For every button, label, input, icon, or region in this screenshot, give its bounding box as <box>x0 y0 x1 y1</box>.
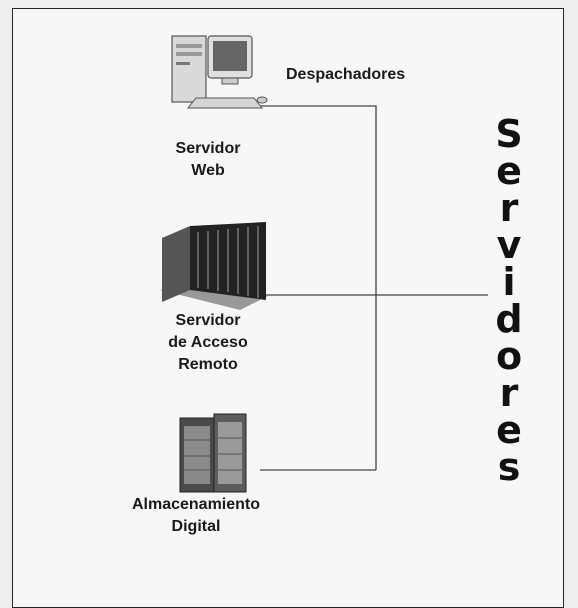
group-title-letter: d <box>495 297 523 341</box>
node-label-storage: Almacenamiento Digital <box>96 494 296 538</box>
node-label-line: Servidor <box>175 312 241 329</box>
group-title-letter: o <box>495 334 523 378</box>
group-title-letter: r <box>499 371 519 415</box>
server-rack-icon <box>160 222 268 310</box>
node-label-web: Servidor Web <box>148 138 268 182</box>
group-title-letter: r <box>499 186 519 230</box>
node-label-line: Servidor <box>175 140 241 157</box>
group-title-letter: s <box>497 445 521 489</box>
storage-cabinet-icon <box>179 413 247 493</box>
group-title-letter: e <box>496 408 522 452</box>
group-title-vertical: S e r v i d o r e s <box>484 112 534 489</box>
group-title-letter: e <box>496 149 522 193</box>
diagram-canvas <box>160 35 488 493</box>
node-label-line: Remoto <box>178 356 238 373</box>
bus-label: Despachadores <box>286 66 406 83</box>
node-label-remote: Servidor de Acceso Remoto <box>138 310 278 376</box>
node-label-line: Digital <box>171 518 221 535</box>
node-label-line: de Acceso <box>168 334 248 351</box>
group-title-letter: v <box>496 223 522 267</box>
node-label-line: Almacenamiento <box>131 496 261 513</box>
group-title-letter: S <box>495 112 523 156</box>
node-label-line: Web <box>191 162 225 179</box>
connector-web <box>258 105 377 470</box>
desktop-computer-icon <box>171 35 268 109</box>
group-title-letter: i <box>502 260 516 304</box>
diagram-frame <box>12 8 564 608</box>
